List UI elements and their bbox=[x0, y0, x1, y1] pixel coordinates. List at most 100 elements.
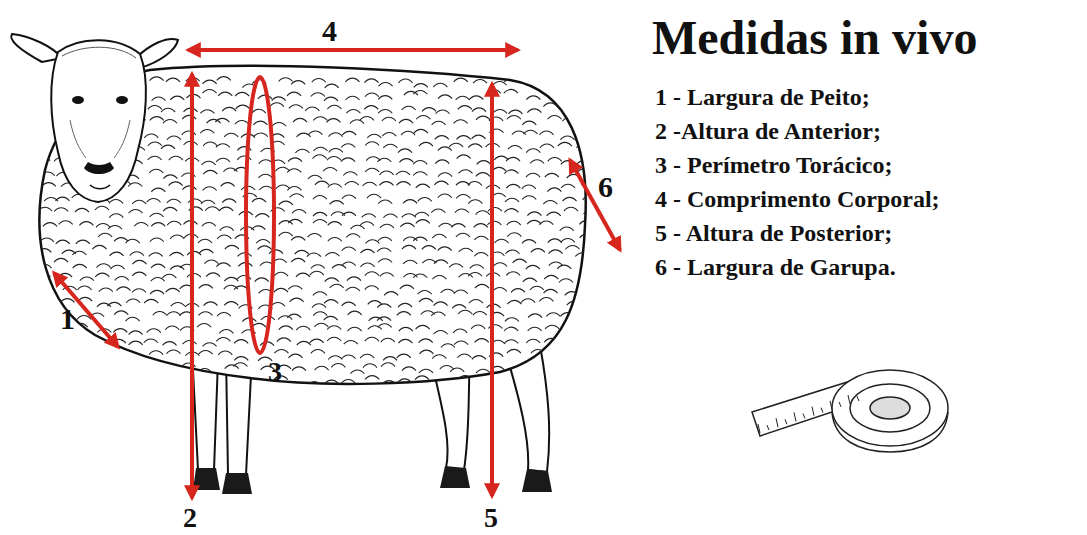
wool-curl bbox=[492, 167, 506, 171]
wool-curl bbox=[365, 376, 379, 380]
wool-curl bbox=[295, 250, 309, 254]
wool-curl bbox=[381, 363, 395, 367]
wool-curl bbox=[413, 90, 427, 94]
wool-curl bbox=[396, 171, 410, 175]
wool-curl bbox=[511, 289, 525, 293]
tape-tick bbox=[848, 395, 850, 404]
wool-curl bbox=[413, 161, 427, 165]
wool-curl bbox=[419, 298, 433, 302]
wool-curl bbox=[581, 277, 595, 281]
wool-curl bbox=[293, 118, 307, 122]
wool-curl bbox=[449, 264, 463, 268]
legend-item: 4 - Comprimento Corporal; bbox=[655, 186, 940, 214]
wool-curl bbox=[92, 245, 106, 249]
wool-curl bbox=[39, 302, 53, 306]
wool-curl bbox=[474, 224, 488, 228]
wool-curl bbox=[203, 187, 217, 191]
wool-curl bbox=[329, 133, 343, 137]
wool-curl bbox=[256, 239, 270, 243]
wool-curl bbox=[43, 223, 57, 227]
legend-item: 2 -Altura de Anterior; bbox=[655, 118, 881, 146]
wool-curl bbox=[147, 199, 161, 203]
wool-curl bbox=[287, 92, 301, 96]
wool-curl bbox=[329, 149, 343, 153]
wool-curl bbox=[296, 326, 310, 330]
wool-curl bbox=[397, 354, 411, 358]
wool-curl bbox=[454, 341, 468, 345]
wool-curl bbox=[422, 108, 436, 112]
wool-curl bbox=[458, 310, 472, 314]
wool-curl bbox=[253, 121, 267, 125]
wool-curl bbox=[434, 331, 448, 335]
wool-curl bbox=[40, 238, 54, 242]
wool-curl bbox=[96, 356, 110, 360]
wool-curl bbox=[42, 183, 56, 187]
wool-curl bbox=[578, 93, 592, 97]
wool-curl bbox=[150, 290, 164, 294]
wool-curl bbox=[76, 240, 90, 244]
wool-curl bbox=[506, 184, 520, 188]
wool-curl bbox=[493, 263, 507, 267]
tape-tick bbox=[758, 424, 760, 433]
wool-curl bbox=[307, 233, 321, 237]
measure-arrows bbox=[54, 50, 620, 498]
wool-curl bbox=[279, 78, 293, 82]
wool-curl bbox=[342, 355, 356, 359]
wool-curl bbox=[547, 354, 561, 358]
wool-curl bbox=[254, 133, 268, 137]
wool-curl bbox=[255, 214, 269, 218]
wool-curl bbox=[224, 133, 238, 137]
wool-curl bbox=[36, 157, 50, 161]
wool-curl bbox=[144, 134, 158, 138]
wool-curl bbox=[472, 356, 486, 360]
wool-curl bbox=[152, 97, 166, 101]
wool-curl bbox=[438, 247, 452, 251]
wool-curl bbox=[419, 142, 433, 146]
wool-curl bbox=[459, 248, 473, 252]
wool-curl bbox=[504, 78, 518, 82]
wool-curl bbox=[79, 222, 93, 226]
wool-curl bbox=[44, 378, 58, 382]
wool-curl bbox=[279, 326, 293, 330]
wool-curl bbox=[580, 350, 594, 354]
wool-curl bbox=[167, 221, 181, 225]
wool-curl bbox=[584, 264, 598, 268]
wool-curl bbox=[368, 326, 382, 330]
wool-curl bbox=[225, 365, 239, 369]
wool-curl bbox=[360, 117, 374, 121]
wool-curl bbox=[40, 142, 54, 146]
wool-curl bbox=[435, 160, 449, 164]
wool-curl bbox=[148, 142, 162, 146]
wool-curl bbox=[422, 246, 436, 250]
wool-curl bbox=[315, 181, 329, 185]
wool-curl bbox=[580, 234, 594, 238]
wool-curl bbox=[457, 354, 471, 358]
wool-curl bbox=[269, 250, 283, 254]
wool-curl bbox=[107, 379, 121, 383]
wool-curl bbox=[204, 260, 218, 264]
wool-curl bbox=[341, 380, 355, 384]
wool-curl bbox=[453, 329, 467, 333]
wool-curl bbox=[219, 330, 233, 334]
wool-curl bbox=[565, 292, 579, 296]
wool-curl bbox=[540, 131, 554, 135]
wool-curl bbox=[36, 273, 50, 277]
wool-curl bbox=[398, 339, 412, 343]
wool-curl bbox=[292, 210, 306, 214]
wool-curl bbox=[530, 160, 544, 164]
wool-curl bbox=[416, 220, 430, 224]
wool-curl bbox=[457, 155, 471, 159]
wool-curl bbox=[216, 381, 230, 385]
wool-curl bbox=[544, 289, 558, 293]
wool-curl bbox=[560, 313, 574, 317]
wool-curl bbox=[566, 379, 580, 383]
wool-curl bbox=[504, 340, 518, 344]
wool-curl bbox=[454, 290, 468, 294]
wool-curl bbox=[560, 227, 574, 231]
wool-curl bbox=[383, 214, 397, 218]
wool-curl bbox=[236, 105, 250, 109]
wool-curl bbox=[116, 351, 130, 355]
wool-curl bbox=[545, 325, 559, 329]
wool-curl bbox=[401, 131, 415, 135]
wool-curl bbox=[506, 157, 520, 161]
